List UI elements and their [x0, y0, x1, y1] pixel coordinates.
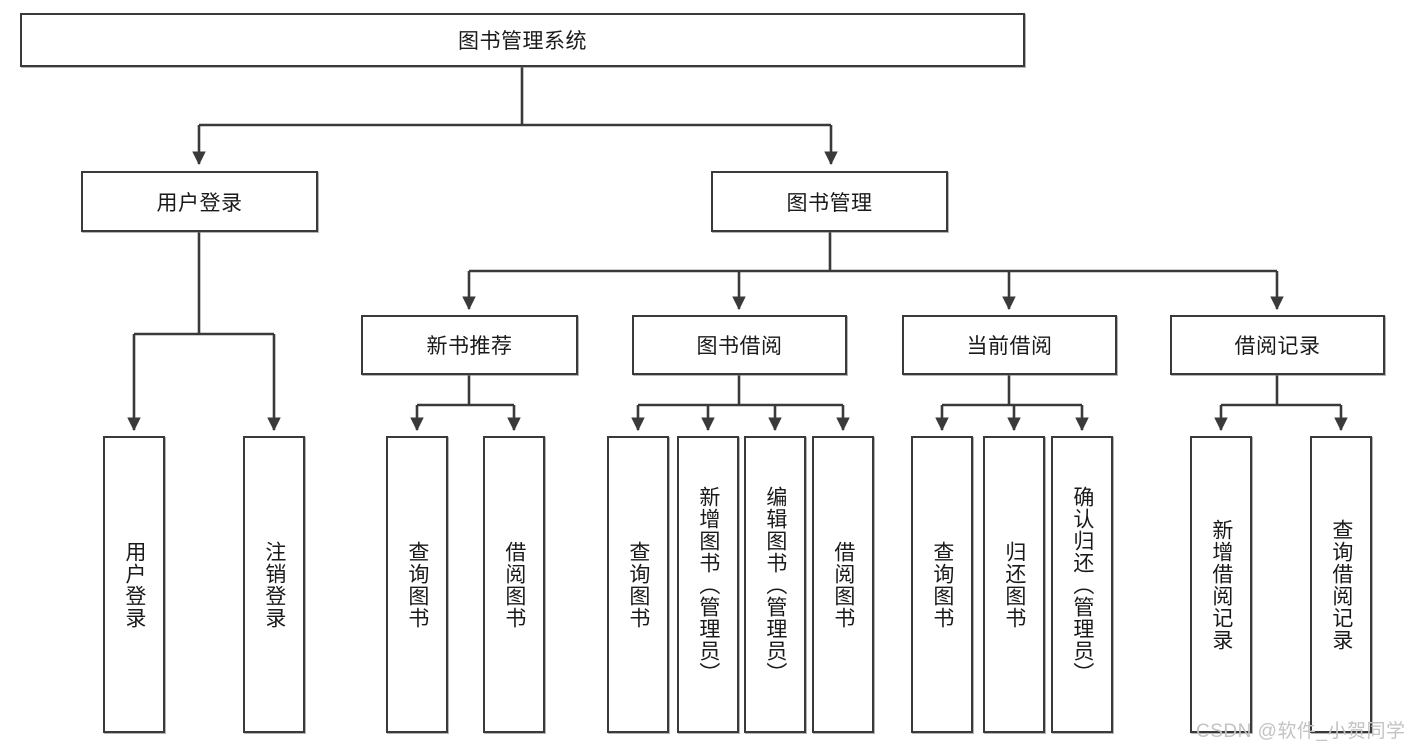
leaf-confirm-return-admin[interactable]: 确认归还（管理员）	[1051, 436, 1113, 733]
node-borrow-record-label: 借阅记录	[1234, 335, 1321, 358]
node-book-borrow-label: 图书借阅	[696, 335, 783, 358]
node-root[interactable]: 图书管理系统	[20, 13, 1025, 67]
leaf-add-borrow-record-label: 新增借阅记录	[1209, 518, 1233, 651]
node-borrow-record[interactable]: 借阅记录	[1170, 315, 1385, 375]
leaf-add-borrow-record[interactable]: 新增借阅记录	[1190, 436, 1252, 733]
node-book-management[interactable]: 图书管理	[711, 171, 948, 232]
leaf-logout-label: 注销登录	[262, 540, 286, 629]
node-current-borrow[interactable]: 当前借阅	[902, 315, 1117, 375]
leaf-add-book-admin[interactable]: 新增图书（管理员）	[677, 436, 739, 733]
leaf-query-book-recommend[interactable]: 查询图书	[386, 436, 448, 733]
leaf-user-login-label: 用户登录	[122, 540, 146, 629]
leaf-query-book-recommend-label: 查询图书	[405, 540, 429, 629]
leaf-edit-book-admin-label: 编辑图书（管理员）	[763, 485, 787, 684]
node-new-book-recommend[interactable]: 新书推荐	[361, 315, 578, 375]
node-root-label: 图书管理系统	[458, 30, 587, 53]
leaf-edit-book-admin[interactable]: 编辑图书（管理员）	[744, 436, 806, 733]
leaf-query-book-borrow[interactable]: 查询图书	[607, 436, 669, 733]
node-book-management-label: 图书管理	[786, 191, 873, 215]
leaf-borrow-book-recommend-label: 借阅图书	[502, 540, 526, 629]
node-user-login-label: 用户登录	[156, 191, 243, 215]
leaf-logout[interactable]: 注销登录	[243, 436, 305, 733]
node-book-borrow[interactable]: 图书借阅	[632, 315, 847, 375]
node-new-book-recommend-label: 新书推荐	[426, 335, 513, 358]
leaf-query-borrow-record-label: 查询借阅记录	[1329, 518, 1353, 651]
leaf-return-book-label: 归还图书	[1002, 540, 1026, 629]
leaf-borrow-book-recommend[interactable]: 借阅图书	[483, 436, 545, 733]
leaf-query-book-borrow-label: 查询图书	[626, 540, 650, 629]
watermark: CSDN @软件_小贺同学	[1196, 721, 1405, 742]
leaf-add-book-admin-label: 新增图书（管理员）	[696, 485, 720, 684]
leaf-borrow-book-label: 借阅图书	[831, 540, 855, 629]
node-user-login[interactable]: 用户登录	[81, 171, 318, 232]
node-current-borrow-label: 当前借阅	[966, 335, 1053, 358]
leaf-return-book[interactable]: 归还图书	[983, 436, 1045, 733]
leaf-query-book-current[interactable]: 查询图书	[911, 436, 973, 733]
leaf-query-borrow-record[interactable]: 查询借阅记录	[1310, 436, 1372, 733]
leaf-query-book-current-label: 查询图书	[930, 540, 954, 629]
leaf-user-login[interactable]: 用户登录	[103, 436, 165, 733]
leaf-borrow-book[interactable]: 借阅图书	[812, 436, 874, 733]
leaf-confirm-return-admin-label: 确认归还（管理员）	[1070, 485, 1094, 684]
